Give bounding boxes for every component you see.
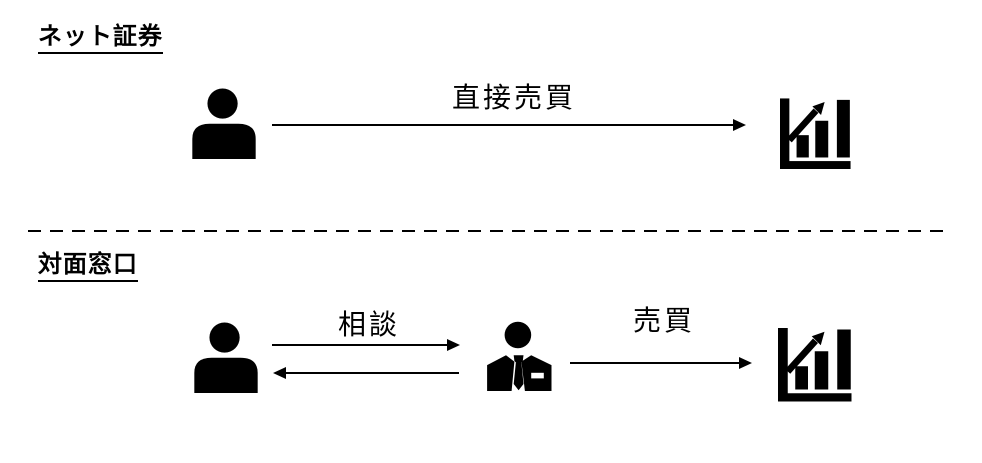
person-icon	[188, 86, 260, 160]
section-divider-dashed-line	[28, 230, 943, 232]
bar-chart-up-arrow-icon	[778, 325, 853, 403]
direct-trade-label: 直接売買	[452, 82, 577, 113]
counter-section-title: 対面窓口	[38, 253, 138, 282]
bar-chart-up-arrow-icon	[780, 95, 852, 171]
trade-label: 売買	[633, 305, 696, 336]
consult-reply-arrow-left	[273, 367, 459, 379]
direct-trade-arrow	[272, 119, 746, 131]
person-icon	[190, 319, 262, 395]
net-section-title: ネット証券	[38, 25, 163, 54]
consult-label: 相談	[338, 309, 401, 340]
consult-arrow-right	[272, 339, 460, 351]
business-person-suit-icon	[483, 321, 557, 391]
trade-arrow	[570, 357, 752, 369]
